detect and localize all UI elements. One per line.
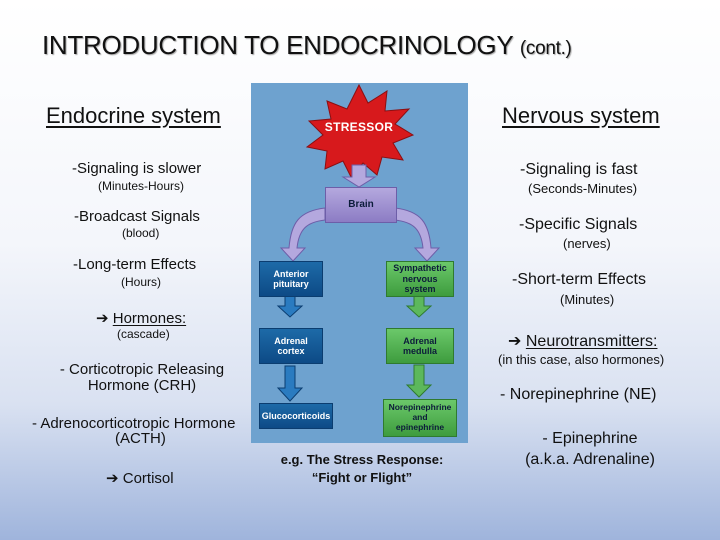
arrow-down-icon — [276, 365, 304, 402]
acth-line1: - Adrenocorticotropic Hormone — [32, 415, 236, 432]
epinephrine-line1: - Epinephrine — [542, 430, 638, 447]
title-suffix: (cont.) — [519, 38, 572, 59]
stressor-label: STRESSOR — [324, 120, 394, 135]
curved-arrow-right-icon — [394, 207, 441, 262]
title-main: INTRODUCTION TO ENDOCRINOLOGY — [42, 30, 513, 60]
endocrine-signaling-note: (Minutes-Hours) — [98, 179, 185, 193]
neurotransmitters-note: (in this case, also hormones) — [498, 352, 665, 367]
endocrine-broadcast: -Broadcast Signals — [74, 208, 200, 225]
glucocorticoids-box: Glucocorticoids — [259, 403, 333, 429]
arrow-right-icon: ➔ — [96, 310, 109, 327]
endocrine-effects-note: (Hours) — [121, 275, 162, 289]
acth-line2: (ACTH) — [115, 430, 166, 447]
anterior-pituitary-line1: Anterior — [273, 268, 309, 279]
adrenal-medulla-line1: Adrenal — [403, 335, 437, 346]
anterior-pituitary-line2: pituitary — [273, 279, 309, 289]
crh-line1: - Corticotropic Releasing — [59, 361, 225, 378]
hormones-text: Hormones: — [112, 310, 187, 327]
arrow-down-icon — [341, 164, 377, 188]
sympathetic-line1: Sympathetic — [393, 263, 447, 274]
adrenal-medulla-box: Adrenal medulla — [386, 328, 454, 364]
nervous-effects-note: (Minutes) — [560, 292, 615, 307]
epinephrine-line2: (a.k.a. Adrenaline) — [525, 451, 655, 468]
diagram-caption: e.g. The Stress Response: “Fight or Flig… — [262, 451, 462, 486]
norepinephrine-label: - Norepinephrine (NE) — [500, 386, 657, 403]
sympathetic-line3: system — [404, 284, 436, 295]
endocrine-signaling: -Signaling is slower — [72, 160, 202, 177]
endocrine-broadcast-note: (blood) — [122, 226, 160, 240]
nervous-heading: Nervous system — [502, 103, 660, 128]
adrenal-cortex-box: Adrenal cortex — [259, 328, 323, 364]
adrenal-cortex-line2: cortex — [277, 346, 305, 356]
sympathetic-line2: nervous — [402, 273, 438, 284]
nervous-signaling: -Signaling is fast — [520, 161, 638, 178]
neurotransmitters-text: Neurotransmitters: — [525, 333, 658, 350]
adrenal-cortex-line1: Adrenal — [274, 335, 308, 346]
adrenal-medulla-line2: medulla — [402, 346, 437, 356]
nervous-effects: -Short-term Effects — [512, 271, 646, 288]
anterior-pituitary-box: Anterior pituitary — [259, 261, 323, 297]
cortisol-label: ➔ Cortisol — [106, 470, 174, 487]
slide-title: INTRODUCTION TO ENDOCRINOLOGY (cont.) — [42, 30, 572, 61]
sympathetic-nervous-system-box: Sympathetic nervous system — [386, 261, 454, 297]
glucocorticoids-label: Glucocorticoids — [261, 410, 331, 421]
diagram-arrows — [276, 83, 441, 402]
hormones-note: (cascade) — [117, 327, 170, 341]
brain-label: Brain — [348, 199, 374, 211]
nervous-specific: -Specific Signals — [519, 216, 638, 233]
brain-box: Brain — [325, 187, 397, 223]
endocrine-heading: Endocrine system — [46, 103, 221, 128]
arrow-down-icon — [276, 295, 304, 318]
norepi-line2: and — [412, 412, 428, 423]
arrow-down-icon — [405, 364, 433, 398]
arrow-down-icon — [405, 295, 433, 318]
neurotransmitters-label: ➔ Neurotransmitters: — [508, 331, 657, 351]
crh-line2: Hormone (CRH) — [87, 377, 197, 394]
stress-response-diagram: STRESSOR Brain Anterior pituitary Sympat… — [251, 83, 468, 443]
endocrine-effects: -Long-term Effects — [73, 256, 197, 273]
arrow-right-icon: ➔ — [508, 333, 522, 350]
norepi-line1: Norepinephrine — [388, 402, 452, 413]
stressor-starburst-icon — [305, 83, 415, 178]
caption-line2: “Fight or Flight” — [311, 469, 413, 485]
nervous-specific-note: (nerves) — [563, 236, 611, 251]
caption-line1: e.g. The Stress Response: — [280, 452, 444, 467]
norepi-line3: epinephrine — [395, 421, 445, 432]
nervous-signaling-note: (Seconds-Minutes) — [528, 181, 638, 196]
hormones-label: ➔ Hormones: — [96, 309, 186, 327]
norepinephrine-epinephrine-box: Norepinephrine and epinephrine — [383, 399, 457, 437]
curved-arrow-left-icon — [279, 207, 326, 262]
